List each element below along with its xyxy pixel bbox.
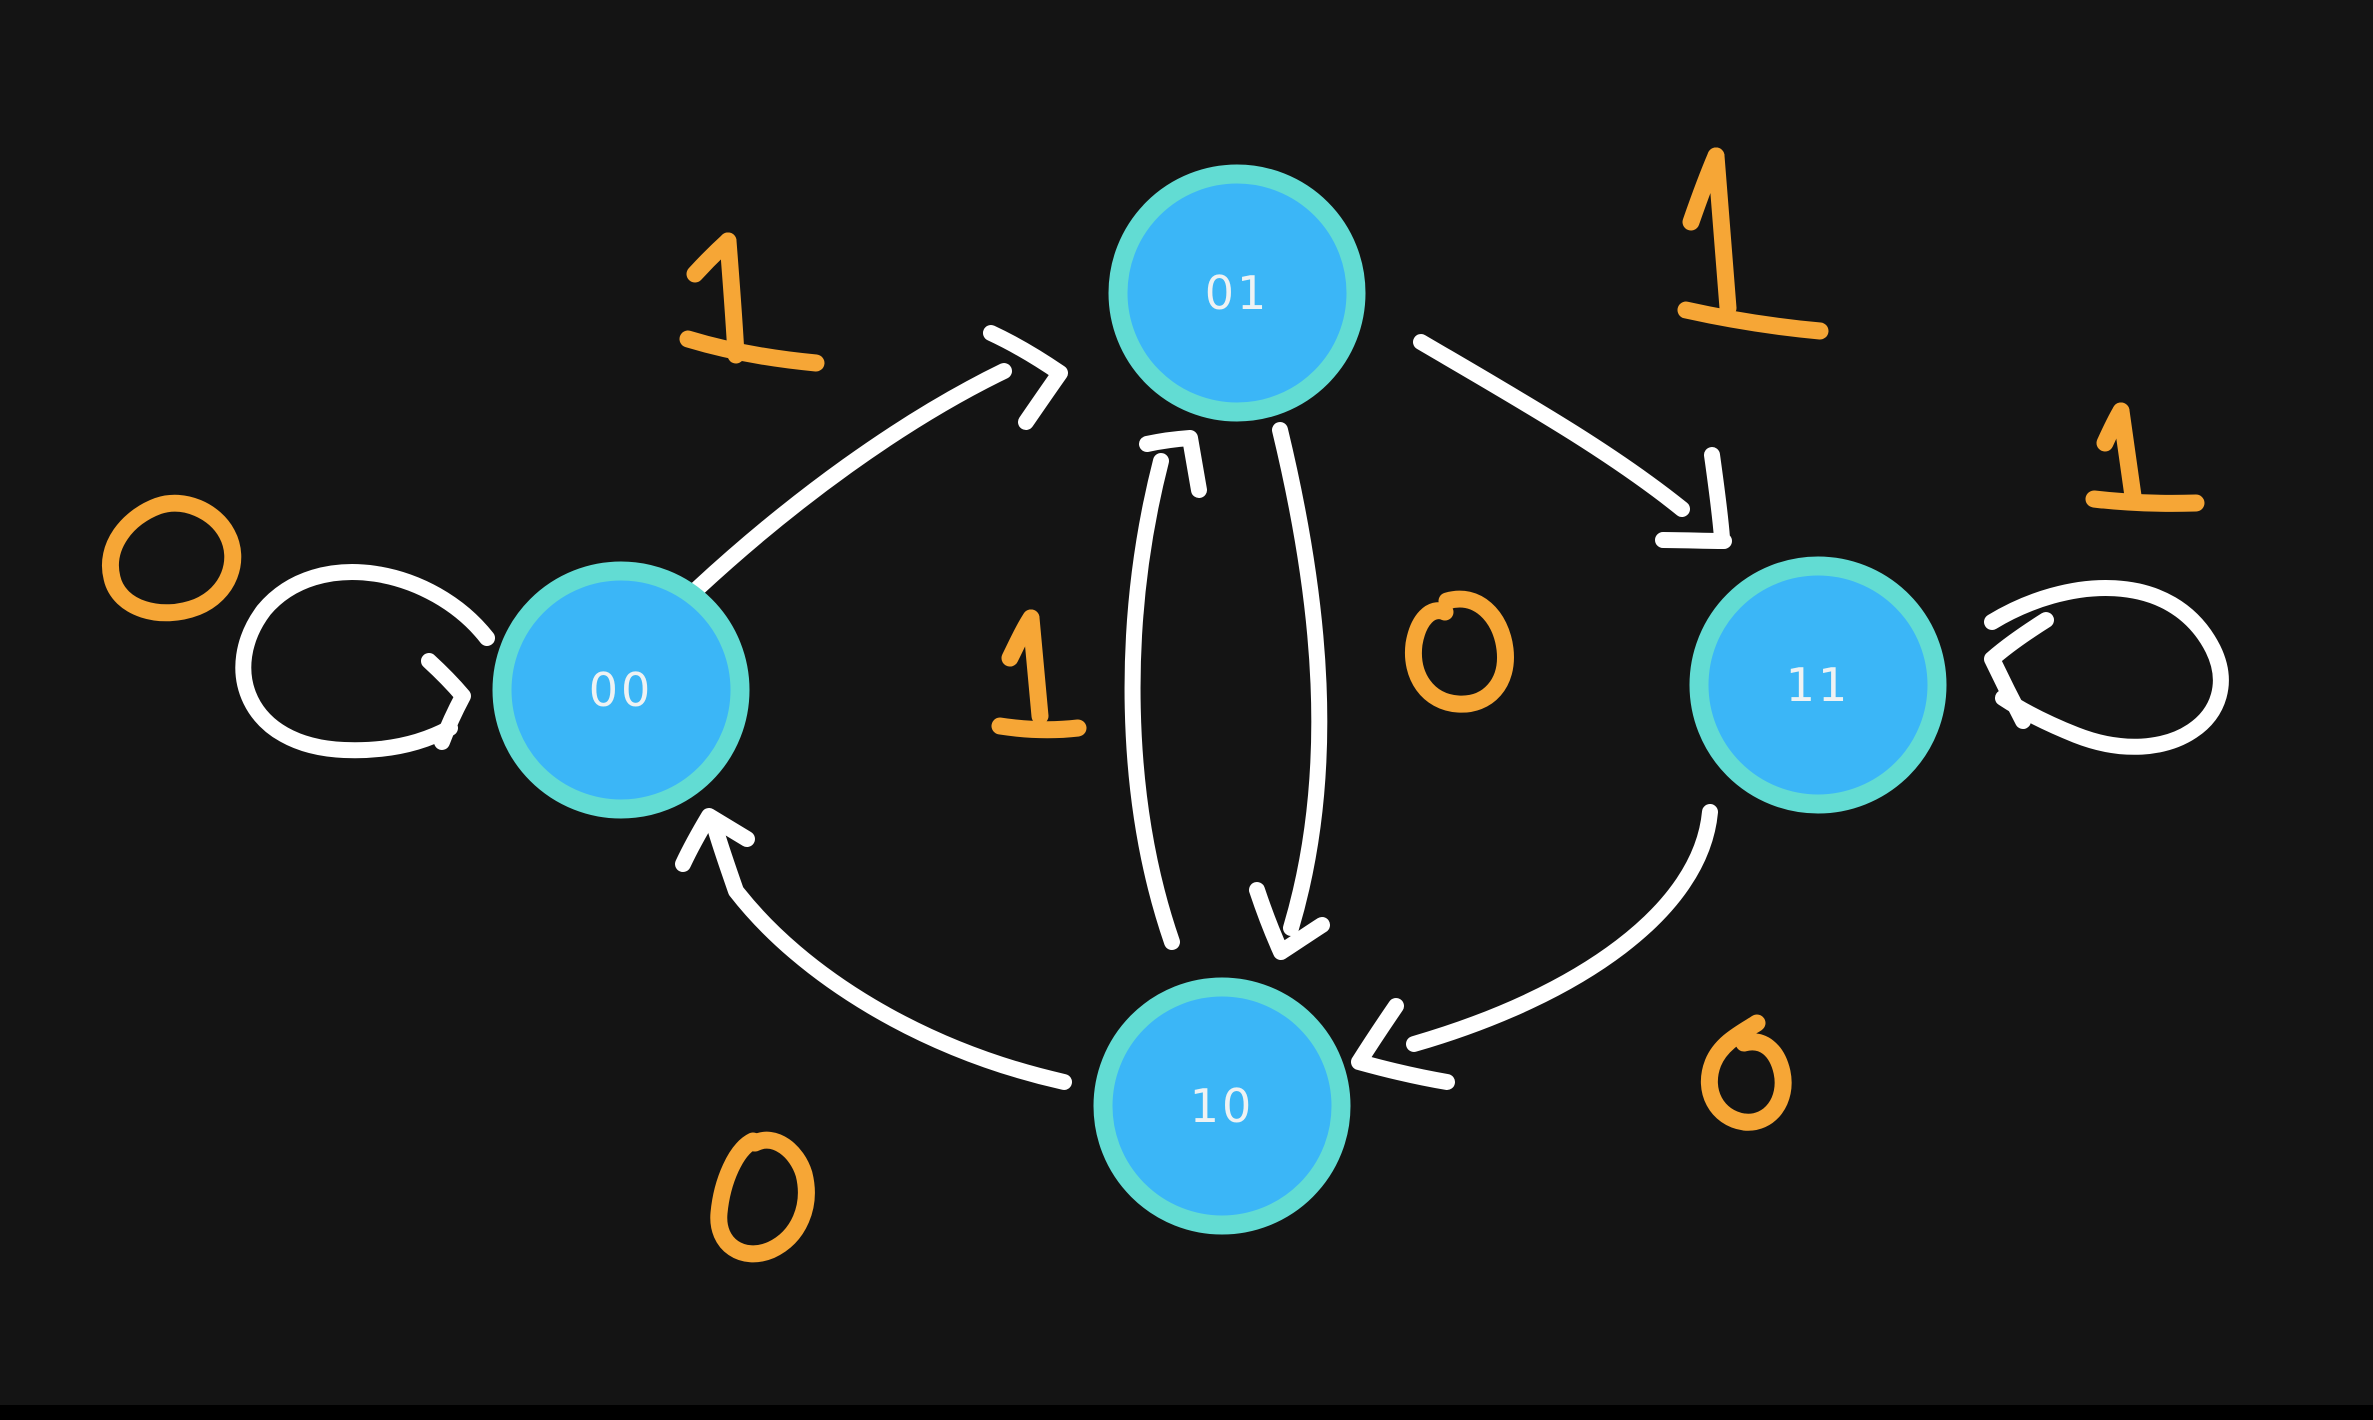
transition-11-10-arrowhead-icon[interactable] bbox=[1351, 998, 1455, 1090]
handwritten-digit-stroke[interactable] bbox=[1022, 609, 1049, 725]
state-label-01: 01 bbox=[1205, 266, 1270, 320]
state-node-11[interactable]: 11 bbox=[1689, 556, 1947, 814]
transition-11-11[interactable] bbox=[1984, 580, 2229, 755]
transition-11-11-stroke[interactable] bbox=[1984, 580, 2229, 755]
state-label-11: 11 bbox=[1786, 658, 1851, 712]
transition-00-00-stroke[interactable] bbox=[235, 564, 495, 759]
transition-input-label-01-10[interactable] bbox=[1404, 590, 1514, 713]
transition-00-01-stroke[interactable] bbox=[689, 363, 1012, 597]
transition-input-label-11-10[interactable] bbox=[1700, 1014, 1792, 1131]
transition-10-00-stroke[interactable] bbox=[708, 823, 1072, 1090]
handwritten-digit-stroke[interactable] bbox=[679, 330, 825, 372]
state-circle-10[interactable] bbox=[1093, 977, 1351, 1235]
transition-01-10-arrowhead-icon[interactable] bbox=[1249, 882, 1330, 960]
transition-11-11-arrowhead-icon[interactable] bbox=[1984, 612, 2054, 729]
transition-11-10-stroke[interactable] bbox=[1406, 804, 1718, 1052]
handwritten-digit-stroke[interactable] bbox=[2112, 402, 2142, 505]
state-node-10[interactable]: 10 bbox=[1093, 977, 1351, 1235]
transition-00-00-arrowhead-icon[interactable] bbox=[421, 653, 471, 750]
state-circle-00[interactable] bbox=[492, 561, 750, 819]
state-label-10: 10 bbox=[1190, 1079, 1255, 1133]
transition-10-01[interactable] bbox=[1124, 430, 1207, 950]
transition-input-label-11-11[interactable] bbox=[2085, 402, 2205, 512]
transition-11-10[interactable] bbox=[1351, 804, 1718, 1090]
state-node-01[interactable]: 01 bbox=[1108, 164, 1366, 422]
handwritten-digit-stroke[interactable] bbox=[1707, 147, 1737, 317]
transition-10-00[interactable] bbox=[675, 808, 1072, 1090]
handwritten-digit-stroke[interactable] bbox=[719, 232, 745, 364]
transition-00-01[interactable] bbox=[689, 325, 1068, 597]
handwritten-digit-stroke[interactable] bbox=[102, 494, 242, 622]
transition-01-11[interactable] bbox=[1413, 334, 1732, 549]
handwritten-digit-stroke[interactable] bbox=[991, 717, 1087, 739]
state-label-00: 00 bbox=[589, 663, 654, 717]
transition-input-label-00-01[interactable] bbox=[679, 232, 825, 372]
transition-10-00-arrowhead-icon[interactable] bbox=[675, 808, 755, 872]
transition-01-11-arrowhead-icon[interactable] bbox=[1655, 447, 1732, 549]
transition-01-10-stroke[interactable] bbox=[1272, 422, 1328, 936]
transition-input-label-01-11[interactable] bbox=[1677, 147, 1829, 340]
handwritten-digit-stroke[interactable] bbox=[1700, 1014, 1792, 1131]
transition-00-00[interactable] bbox=[235, 564, 495, 759]
transition-10-01-stroke[interactable] bbox=[1124, 453, 1180, 950]
transition-01-11-stroke[interactable] bbox=[1413, 334, 1690, 517]
handwritten-digit-stroke[interactable] bbox=[710, 1131, 815, 1263]
transition-input-label-10-00[interactable] bbox=[710, 1131, 815, 1263]
handwritten-digit-stroke[interactable] bbox=[1677, 301, 1829, 340]
transition-01-10[interactable] bbox=[1249, 422, 1330, 960]
canvas-bottom-edge bbox=[0, 1405, 2373, 1420]
transition-00-01-arrowhead-icon[interactable] bbox=[983, 325, 1068, 430]
transition-input-label-10-01[interactable] bbox=[991, 609, 1087, 739]
transition-input-label-00-00[interactable] bbox=[102, 494, 242, 622]
handwritten-digit-stroke[interactable] bbox=[1404, 590, 1514, 713]
state-circle-01[interactable] bbox=[1108, 164, 1366, 422]
state-circle-11[interactable] bbox=[1689, 556, 1947, 814]
state-node-00[interactable]: 00 bbox=[492, 561, 750, 819]
transition-10-01-arrowhead-icon[interactable] bbox=[1139, 430, 1207, 498]
handwritten-digit-stroke[interactable] bbox=[2085, 490, 2205, 512]
